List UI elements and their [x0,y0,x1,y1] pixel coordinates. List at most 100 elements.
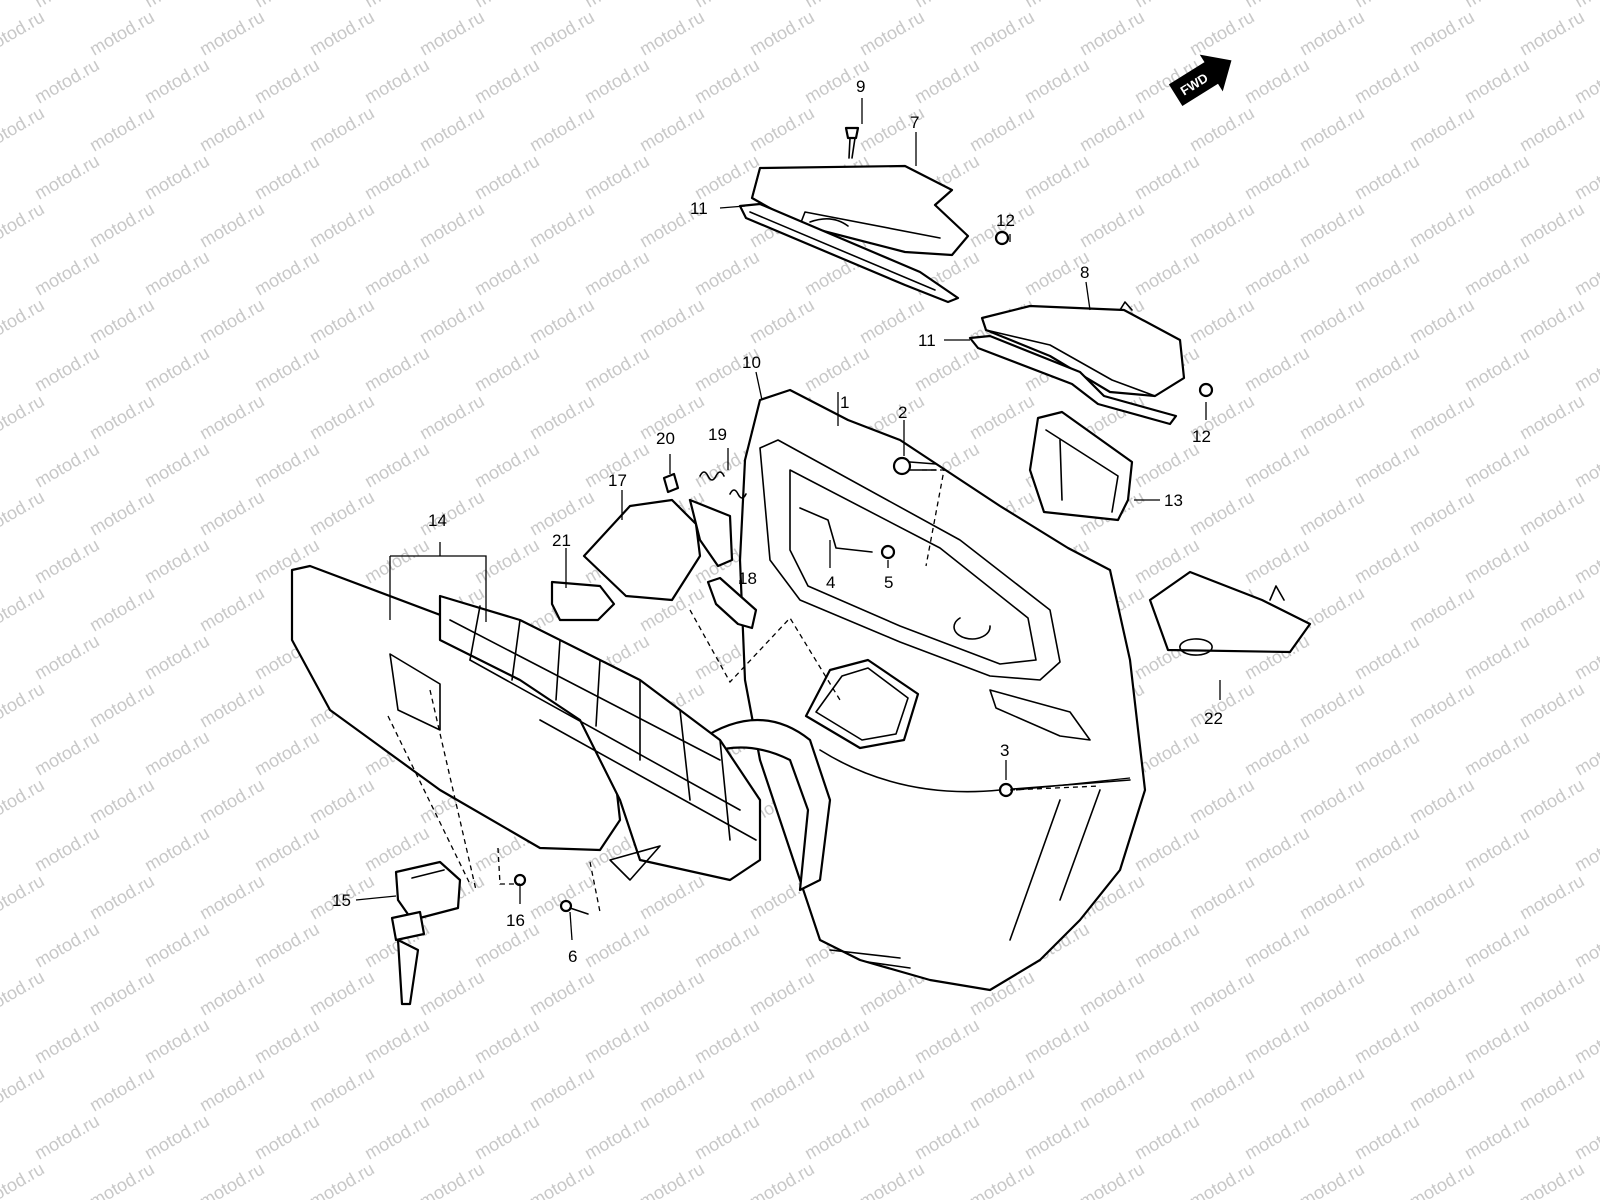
watermark-text: motod.ru [746,1063,818,1116]
watermark-text: motod.ru [1351,535,1423,588]
watermark-text: motod.ru [1296,487,1368,540]
part-14-glovebox-grid [438,594,762,882]
part-17-lid [582,498,702,602]
watermark-text: motod.ru [691,1111,763,1164]
watermark-text: motod.ru [1571,727,1600,780]
watermark-text: motod.ru [1131,439,1203,492]
callout-21: 21 [552,531,571,550]
watermark-text: motod.ru [1186,1063,1258,1116]
watermark-text: motod.ru [1351,343,1423,396]
callout-labels: 1 2 3 4 5 6 7 8 9 10 11 11 12 12 13 14 1… [332,77,1223,966]
watermark-text: motod.ru [691,55,763,108]
callout-10: 10 [742,353,761,372]
watermark-text: motod.ru [1296,1159,1368,1200]
watermark-text: motod.ru [306,487,378,540]
watermark-text: motod.ru [1516,679,1588,732]
callout-19: 19 [708,425,727,444]
watermark-text: motod.ru [1296,967,1368,1020]
watermark-text: motod.ru [361,439,433,492]
watermark-text: motod.ru [966,391,1038,444]
watermark-text: motod.ru [251,55,323,108]
watermark-text: motod.ru [141,919,213,972]
part-6-screw [559,899,589,915]
watermark-text: motod.ru [1406,7,1478,60]
watermark-text: motod.ru [1516,967,1588,1020]
watermark-text: motod.ru [471,535,543,588]
watermark-text: motod.ru [1406,487,1478,540]
watermark-text: motod.ru [1076,1063,1148,1116]
watermark-text: motod.ru [581,1015,653,1068]
watermark-text: motod.ru [526,1063,598,1116]
watermark-text: motod.ru [1131,151,1203,204]
watermark-text: motod.ru [1461,823,1533,876]
watermark-text: motod.ru [31,631,103,684]
watermark-text: motod.ru [1571,151,1600,204]
watermark-text: motod.ru [911,55,983,108]
watermark-text: motod.ru [251,919,323,972]
watermark-text: motod.ru [1516,775,1588,828]
watermark-text: motod.ru [1021,55,1093,108]
watermark-text: motod.ru [856,1159,928,1200]
callout-16: 16 [506,911,525,930]
watermark-text: motod.ru [746,1159,818,1200]
watermark-text: motod.ru [1241,343,1313,396]
watermark-text: motod.ru [526,295,598,348]
watermark-text: motod.ru [0,775,48,828]
watermark-text: motod.ru [1461,439,1533,492]
callout-2: 2 [898,403,907,422]
watermark-text: motod.ru [196,871,268,924]
watermark-text: motod.ru [1571,823,1600,876]
watermark-text: motod.ru [416,199,488,252]
watermark-text: motod.ru [0,295,48,348]
watermark-text: motod.ru [1571,0,1600,11]
watermark-text: motod.ru [581,919,653,972]
watermark-text: motod.ru [306,775,378,828]
watermark-text: motod.ru [0,1063,48,1116]
watermark-text: motod.ru [196,1159,268,1200]
watermark-text: motod.ru [471,151,543,204]
watermark-text: motod.ru [251,0,323,11]
watermark-text: motod.ru [911,1111,983,1164]
watermark-text: motod.ru [1241,247,1313,300]
watermark-text: motod.ru [1296,199,1368,252]
watermark-text: motod.ru [1571,343,1600,396]
watermark-text: motod.ru [416,295,488,348]
watermark-text: motod.ru [251,439,323,492]
watermark-text: motod.ru [471,247,543,300]
watermark-text: motod.ru [1461,55,1533,108]
watermark-text: motod.ru [141,823,213,876]
watermark-text: motod.ru [746,7,818,60]
watermark-text: motod.ru [416,1063,488,1116]
watermark-text: motod.ru [1571,439,1600,492]
watermark-text: motod.ru [31,439,103,492]
callout-7: 7 [910,113,919,132]
part-20-clip [662,472,734,568]
callout-12-upper: 12 [996,211,1015,230]
watermark-text: motod.ru [1296,871,1368,924]
callout-11-lower: 11 [918,331,936,350]
watermark-text: motod.ru [141,247,213,300]
watermark-text: motod.ru [471,439,543,492]
watermark-text: motod.ru [1076,103,1148,156]
watermark-text: motod.ru [581,247,653,300]
watermark-text: motod.ru [1516,295,1588,348]
watermark-text: motod.ru [196,967,268,1020]
leader-lines [355,98,1221,941]
watermark-text: motod.ru [746,103,818,156]
watermark-text: motod.ru [1296,7,1368,60]
watermark-text: motod.ru [1351,0,1423,11]
part-5-clip [880,544,896,560]
watermark-text: motod.ru [86,103,158,156]
watermark-text: motod.ru [1571,1111,1600,1164]
watermark-text: motod.ru [1351,1111,1423,1164]
watermark-text: motod.ru [636,1063,708,1116]
watermark-text: motod.ru [1461,1111,1533,1164]
watermark-text: motod.ru [196,1063,268,1116]
watermark-text: motod.ru [636,1159,708,1200]
watermark-text: motod.ru [86,871,158,924]
watermark-text: motod.ru [1461,247,1533,300]
part-11-lower-seal [968,334,1178,426]
watermark-text: motod.ru [251,247,323,300]
watermark-text: motod.ru [1571,919,1600,972]
